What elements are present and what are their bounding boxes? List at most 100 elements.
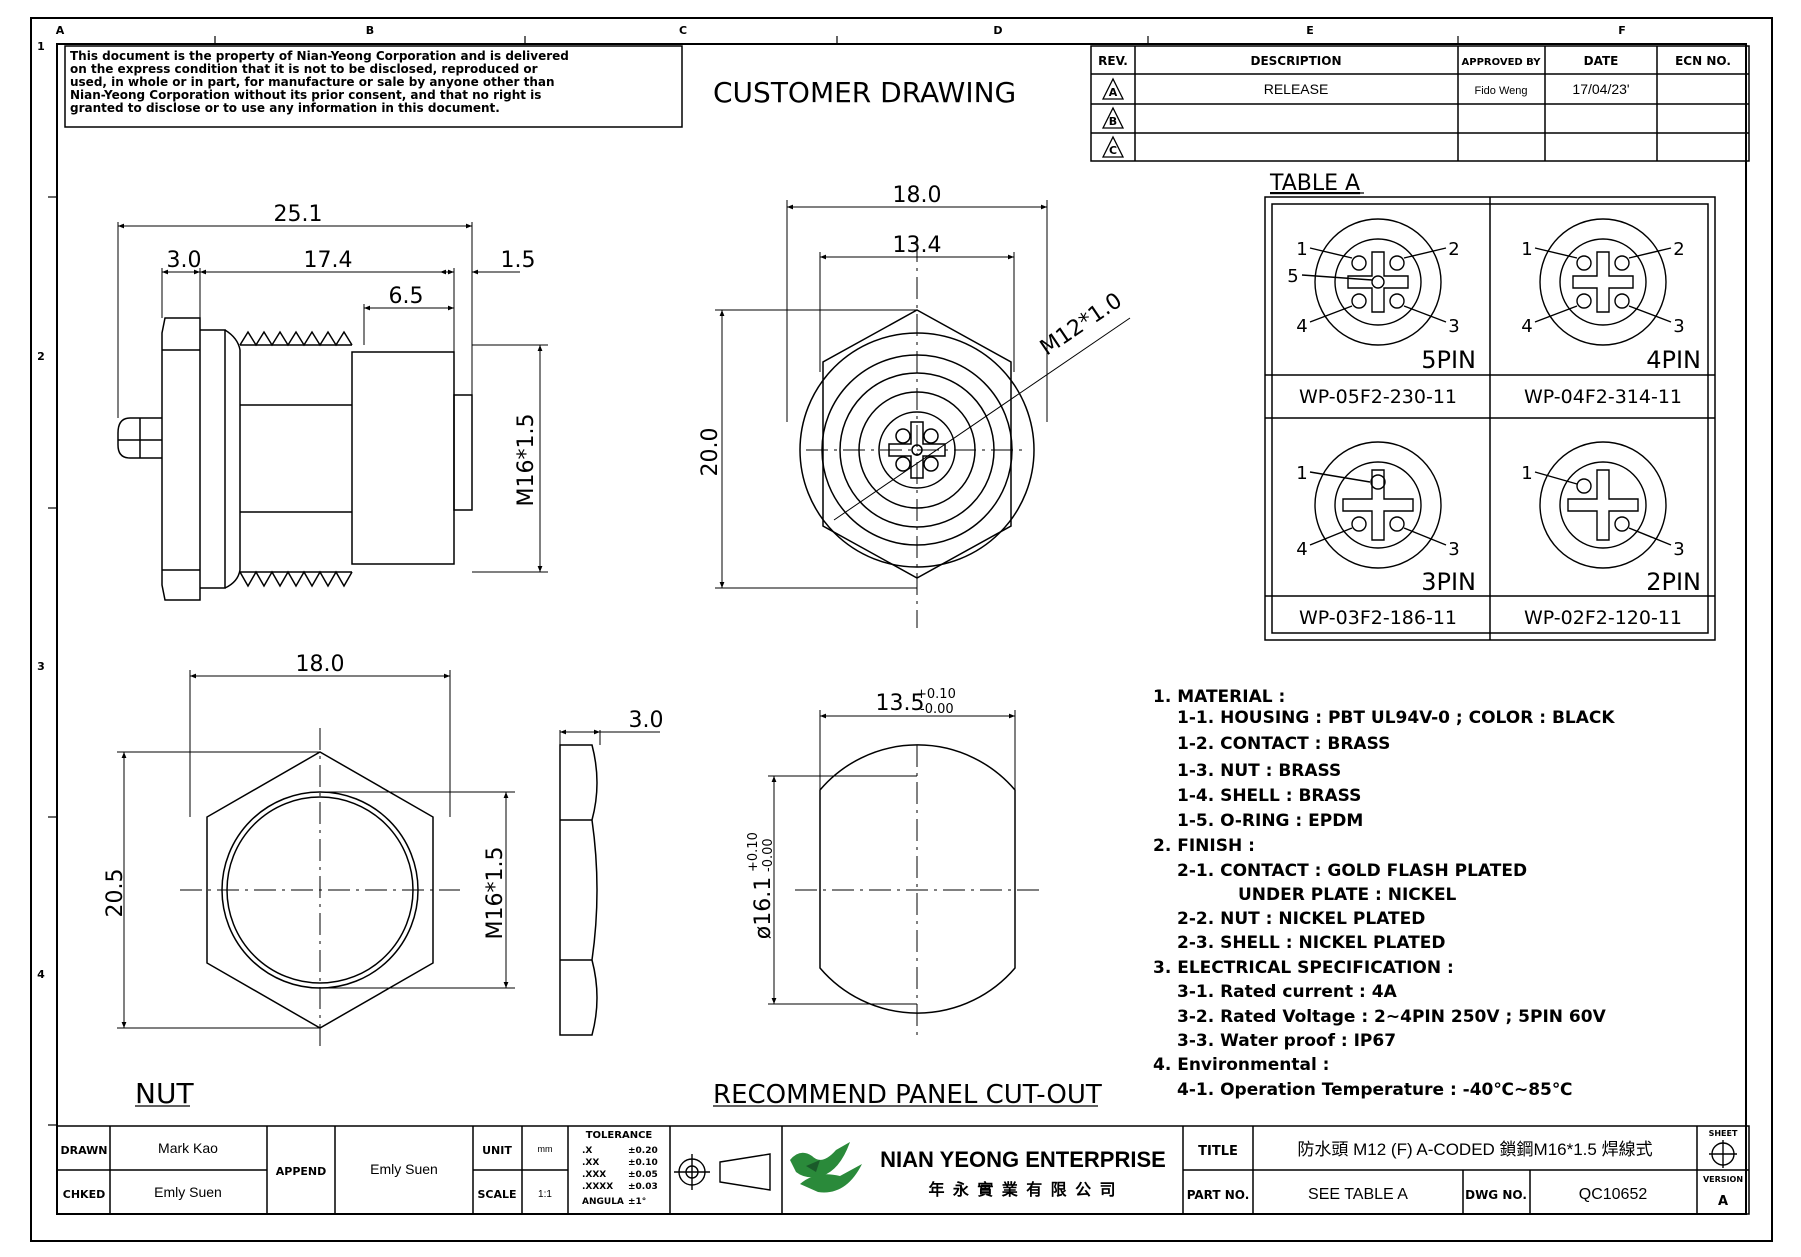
part-number: WP-04F2-314-11 xyxy=(1524,386,1682,408)
pin-count-label: 3PIN xyxy=(1421,568,1476,596)
front-dim-height: 20.0 xyxy=(698,428,723,477)
revision-table xyxy=(1090,45,1750,162)
note-line: 1. MATERIAL : xyxy=(1153,687,1285,707)
nut-dimension-lines xyxy=(117,670,515,1029)
note-line: 1-4. SHELL : BRASS xyxy=(1177,786,1361,806)
side-dim-thread: M16*1.5 xyxy=(514,414,539,507)
pin-layout-5pin xyxy=(1301,218,1447,346)
panel-cutout-dimension-lines xyxy=(768,710,1016,1005)
rev-c: C xyxy=(1109,144,1117,157)
pin-label: 4 xyxy=(1296,316,1307,337)
rev-b: B xyxy=(1109,115,1117,128)
sheet-crosshair-icon xyxy=(1709,1140,1737,1168)
zone-letter-f: F xyxy=(1618,24,1626,37)
title-value: 防水頭 M12 (F) A-CODED 鎖鋼M16*1.5 焊線式 xyxy=(1297,1140,1652,1159)
pin-label: 3 xyxy=(1673,539,1684,560)
tol-value: ±0.10 xyxy=(628,1158,658,1168)
note-line: 3. ELECTRICAL SPECIFICATION : xyxy=(1153,958,1454,978)
description-header: DESCRIPTION xyxy=(1250,54,1341,68)
scale-label: SCALE xyxy=(477,1188,516,1201)
scale-value: 1:1 xyxy=(538,1189,552,1200)
cutout-width-tol-lower: -0.00 xyxy=(920,702,954,717)
checked-label: CHKED xyxy=(63,1188,105,1201)
cutout-dia-tol-upper: +0.10 xyxy=(746,832,761,872)
unit-label: UNIT xyxy=(482,1144,512,1157)
dwg-no-label: DWG NO. xyxy=(1465,1188,1527,1202)
side-dim-c: 6.5 xyxy=(389,284,424,309)
pin-label: 1 xyxy=(1521,239,1532,260)
note-line: 3-3. Water proof : IP67 xyxy=(1177,1031,1396,1051)
pin-layout-3pin xyxy=(1309,441,1447,569)
note-line: 4-1. Operation Temperature : -40℃~85℃ xyxy=(1177,1080,1572,1100)
rev-a-date: 17/04/23' xyxy=(1572,81,1629,97)
company-name-cn: 年 永 實 業 有 限 公 司 xyxy=(928,1180,1117,1199)
nut-front-view xyxy=(180,728,460,1052)
cutout-label: RECOMMEND PANEL CUT-OUT xyxy=(713,1080,1102,1110)
nut-dim-height: 20.5 xyxy=(103,869,128,918)
rev-triangles xyxy=(1101,77,1125,158)
cutout-width-tol-upper: +0.10 xyxy=(916,687,956,702)
part-number: WP-02F2-120-11 xyxy=(1524,607,1682,629)
front-view-dimension-lines xyxy=(715,200,1131,589)
zone-number-1: 1 xyxy=(37,40,45,53)
table-a-title: TABLE A xyxy=(1269,171,1360,196)
pin-label: 2 xyxy=(1448,239,1459,260)
date-header: DATE xyxy=(1584,54,1619,68)
zone-marks xyxy=(48,36,1459,1126)
note-line: 2-2. NUT : NICKEL PLATED xyxy=(1177,909,1425,929)
note-line: 1-3. NUT : BRASS xyxy=(1177,761,1341,781)
pin-label: 3 xyxy=(1673,316,1684,337)
tol-value: ±0.03 xyxy=(628,1182,658,1192)
front-dim-thread: M12*1.0 xyxy=(1036,288,1127,361)
notice-line: used, in whole or in part, for manufactu… xyxy=(70,75,555,89)
tol-key: ANGULA xyxy=(582,1197,624,1207)
unit-value: mm xyxy=(538,1144,553,1154)
pin-count-label: 5PIN xyxy=(1421,346,1476,374)
zone-letter-a: A xyxy=(56,24,65,37)
tol-value: ±1° xyxy=(628,1197,646,1207)
nut-label: NUT xyxy=(135,1077,194,1110)
note-line: 3-2. Rated Voltage : 2~4PIN 250V ; 5PIN … xyxy=(1177,1007,1607,1027)
part-number: WP-03F2-186-11 xyxy=(1299,607,1457,629)
dwg-no-value: QC10652 xyxy=(1579,1186,1648,1203)
tol-key: .XX xyxy=(582,1158,599,1168)
note-line: 2-1. CONTACT : GOLD FLASH PLATED xyxy=(1177,861,1527,881)
cutout-dia-tol-lower: -0.00 xyxy=(761,838,776,872)
zone-letter-c: C xyxy=(679,24,687,37)
pin-label: 3 xyxy=(1448,316,1459,337)
version-value: A xyxy=(1718,1194,1728,1209)
note-line: 1-5. O-RING : EPDM xyxy=(1177,811,1363,831)
note-line: 1-1. HOUSING : PBT UL94V-0 ; COLOR : BLA… xyxy=(1177,708,1615,728)
rev-a: A xyxy=(1109,86,1118,99)
notice-box xyxy=(64,45,683,128)
nut-dim-thread: M16*1.5 xyxy=(483,847,508,940)
pin-label: 4 xyxy=(1296,539,1307,560)
pin-label: 1 xyxy=(1296,463,1307,484)
nut-dim-thickness: 3.0 xyxy=(629,708,664,733)
approved-header: APPROVED BY xyxy=(1462,57,1542,68)
pin-label: 1 xyxy=(1296,239,1307,260)
notice-line: on the express condition that it is not … xyxy=(70,62,538,76)
notice-text: This document is the property of Nian-Ye… xyxy=(70,49,569,115)
checked-value: Emly Suen xyxy=(154,1184,222,1200)
side-view-connector xyxy=(117,317,473,601)
pin-label: 2 xyxy=(1673,239,1684,260)
side-dim-total: 25.1 xyxy=(274,202,323,227)
front-dim-inner: 13.4 xyxy=(893,233,942,258)
tolerance-list: .X ±0.20 .XX ±0.10 .XXX ±0.05 .XXXX ±0.0… xyxy=(582,1146,658,1207)
tolerance-title: TOLERANCE xyxy=(586,1130,653,1141)
rev-a-approver: Fido Weng xyxy=(1475,85,1528,97)
note-line: UNDER PLATE : NICKEL xyxy=(1238,885,1457,905)
note-line: 2. FINISH : xyxy=(1153,836,1255,856)
pin-count-label: 4PIN xyxy=(1646,346,1701,374)
projection-symbol-icon xyxy=(674,1153,771,1191)
sheet-label: SHEET xyxy=(1709,1129,1738,1138)
note-line: 4. Environmental : xyxy=(1153,1055,1329,1075)
side-dim-a: 3.0 xyxy=(167,248,202,273)
cutout-dim-width: 13.5 xyxy=(876,691,925,716)
pin-label: 4 xyxy=(1521,316,1532,337)
nut-dim-width: 18.0 xyxy=(296,652,345,677)
zone-number-2: 2 xyxy=(37,350,45,363)
zone-letter-e: E xyxy=(1306,24,1314,37)
notice-line: This document is the property of Nian-Ye… xyxy=(70,49,569,63)
